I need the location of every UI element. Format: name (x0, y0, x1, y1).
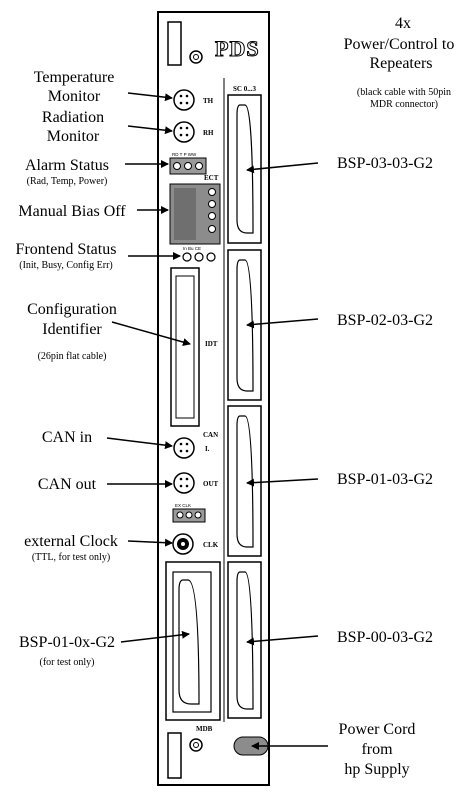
frontend-led-init (182, 252, 192, 262)
alarm-led-rad (173, 162, 181, 170)
temperature-label-1: Temperature (34, 69, 115, 86)
bsp-0x-note: (for test only) (40, 657, 95, 668)
alarm-note: (Rad, Temp, Power) (27, 176, 108, 187)
frontend-led-busy (194, 252, 204, 262)
top-right-line-2: Power/Control to (344, 36, 455, 53)
bsp-00-label: BSP-00-03-G2 (337, 629, 433, 646)
alarm-led-label: RD T P WW (172, 152, 197, 157)
arrow-config (111, 321, 191, 346)
frontend-led-config (206, 252, 216, 262)
ext-clock-label: external Clock (24, 533, 118, 550)
arrow-bsp-00 (246, 635, 319, 646)
bsp-connector-02 (227, 249, 262, 401)
bsp-02-label: BSP-02-03-G2 (337, 312, 433, 329)
rh-label: RH (203, 129, 214, 137)
clock-connector-icon (172, 533, 194, 555)
arrow-bsp-01 (246, 478, 319, 487)
config-label-1: Configuration (27, 301, 117, 318)
power-label-1: Power Cord (339, 721, 416, 738)
power-label-3: hp Supply (344, 761, 409, 778)
frontend-label: Frontend Status (16, 241, 117, 258)
bias-switch-4[interactable] (208, 225, 216, 233)
power-label-2: from (361, 741, 393, 758)
bias-switch-2[interactable] (208, 200, 216, 208)
clk-label: CLK (203, 541, 219, 549)
temperature-label-2: Monitor (48, 88, 101, 105)
can-in-mark: I. (205, 445, 210, 453)
frontend-led-label: In Bu CE (183, 246, 201, 251)
top-screw-icon (189, 50, 203, 64)
alarm-label: Alarm Status (25, 157, 109, 174)
bsp-0x-label: BSP-01-0x-G2 (19, 634, 115, 651)
bsp-connector-00 (227, 561, 262, 719)
arrow-temperature (127, 92, 173, 102)
can-in-connector-icon (173, 437, 195, 459)
top-right-line-1: 4x (395, 15, 411, 32)
alarm-led-temp (184, 162, 192, 170)
radiation-label-2: Monitor (47, 128, 100, 145)
top-right-note-1: (black cable with 50pin (357, 87, 451, 98)
pds-logo: PDS (215, 36, 260, 61)
radiation-label-1: Radiation (42, 109, 104, 126)
arrow-radiation (127, 125, 173, 135)
ect-label: ECT (204, 174, 219, 182)
can-out-mark: OUT (203, 480, 219, 488)
can-in-label: CAN in (42, 429, 92, 446)
can-label: CAN (203, 431, 218, 439)
config-note: (26pin flat cable) (38, 351, 107, 362)
top-right-line-3: Repeaters (369, 55, 432, 72)
sc-label: SC 0...3 (233, 85, 256, 93)
clk-led-label: EX CLK (175, 503, 191, 508)
bsp-0x-connector (165, 561, 221, 721)
arrow-bsp-02 (246, 318, 319, 329)
top-right-note-2: MDR connector) (370, 99, 438, 110)
bsp-03-label: BSP-03-03-G2 (337, 155, 433, 172)
top-slot (167, 21, 182, 66)
arrow-can-in (106, 437, 173, 450)
frontend-note: (Init, Busy, Config Err) (19, 260, 113, 271)
can-out-connector-icon (173, 472, 195, 494)
bottom-slot (167, 732, 182, 779)
idt-label: IDT (205, 340, 218, 348)
manual-bias-label: Manual Bias Off (18, 203, 126, 220)
mdb-label: MDB (196, 725, 213, 733)
temperature-connector-icon (173, 89, 195, 111)
bottom-screw-icon (189, 738, 203, 752)
alarm-led-power (195, 162, 203, 170)
can-out-label: CAN out (38, 476, 97, 493)
bsp-01-label: BSP-01-03-G2 (337, 471, 433, 488)
config-label-2: Identifier (42, 321, 102, 338)
bsp-connector-01 (227, 405, 262, 557)
arrow-ext-clock (127, 538, 173, 547)
radiation-connector-icon (173, 121, 195, 143)
bias-switch-1[interactable] (208, 188, 216, 196)
arrow-bsp-0x (120, 630, 190, 643)
th-label: TH (203, 97, 214, 105)
arrow-bsp-03 (246, 162, 319, 174)
ext-clock-note: (TTL, for test only) (32, 552, 110, 563)
bias-switch-3[interactable] (208, 212, 216, 220)
